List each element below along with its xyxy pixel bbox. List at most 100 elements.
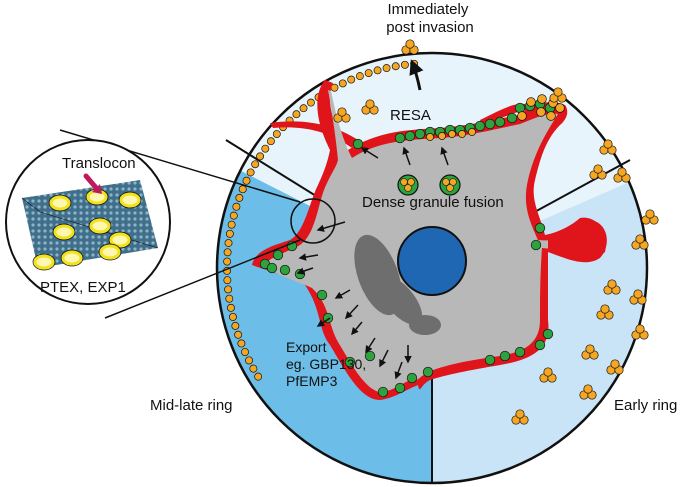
exported-protein-dot <box>583 384 593 394</box>
exported-protein-dot <box>373 66 382 75</box>
dense-granule-dot <box>344 356 356 368</box>
exported-protein-clusters <box>333 39 659 425</box>
exported-protein-dot <box>546 111 556 121</box>
exported-protein-dot <box>633 289 643 299</box>
translocon-ring-outline <box>32 253 56 271</box>
zoom-region-circle <box>290 198 336 244</box>
dense-granule-dot <box>279 264 291 276</box>
nucleus <box>397 226 467 296</box>
exported-protein-dot <box>382 64 391 73</box>
translocon-label: Translocon <box>62 155 136 172</box>
export-arrows <box>296 146 449 380</box>
translocon-ring-outline <box>88 217 112 235</box>
dense-granule-dot <box>377 386 389 398</box>
exported-protein-dot <box>228 312 237 321</box>
dense-granule-dot <box>406 372 418 384</box>
zoom-line-bottom <box>104 239 301 319</box>
exported-protein-dot <box>225 294 234 303</box>
dense-granule-dot <box>542 328 554 340</box>
exported-protein-dot <box>246 168 255 177</box>
exported-protein-dot <box>227 220 236 229</box>
exported-protein-dot <box>645 209 655 219</box>
exported-protein-dot <box>266 137 275 146</box>
translocon-ring <box>33 254 55 270</box>
exported-protein-dot <box>593 164 603 174</box>
dense-granule-dot <box>499 350 511 362</box>
exported-protein-dot <box>426 133 434 141</box>
exported-protein-dot <box>635 234 645 244</box>
translocon-ring-outline <box>52 223 76 241</box>
dense-granule-dot <box>484 118 496 130</box>
dense-granule-dot <box>404 130 416 142</box>
dense-granule-dot <box>414 128 426 140</box>
dense-granule-dot <box>514 102 526 114</box>
exported-protein-dot <box>234 330 243 339</box>
exported-protein-dot <box>242 176 251 185</box>
resa-label: RESA <box>390 107 431 124</box>
translocon-ring <box>99 244 121 260</box>
exported-protein-dot <box>448 130 456 138</box>
exported-protein-dot <box>585 344 595 354</box>
dense-granule-dot <box>474 120 486 132</box>
exported-protein-dot <box>338 79 347 88</box>
exported-protein-dot <box>223 276 232 285</box>
dense-granule-dot <box>534 222 546 234</box>
immediately-post-invasion-label: Immediately post invasion <box>386 1 474 36</box>
translocon-ring-outline <box>60 249 84 267</box>
exported-protein-dot <box>224 285 233 294</box>
exported-protein-dot <box>536 107 546 117</box>
exported-protein-dot <box>261 144 270 153</box>
exported-protein-dot <box>553 87 563 97</box>
dense-granule-dot <box>422 366 434 378</box>
exported-protein-dot <box>458 130 466 138</box>
exported-protein-dot <box>355 72 364 81</box>
dense-granule-dot <box>534 339 546 351</box>
exported-protein-dot <box>468 128 476 136</box>
exported-protein-dot <box>224 239 233 247</box>
exported-protein-dot <box>635 324 645 334</box>
exported-protein-dot <box>292 110 301 119</box>
translocon-arrow <box>83 173 101 193</box>
exported-protein-dot <box>223 257 232 266</box>
exported-protein-dot <box>364 69 373 77</box>
exported-protein-dot <box>610 359 620 369</box>
dense-granule-fusion-label: Dense granule fusion <box>362 194 504 211</box>
dense-granule-dot <box>272 249 284 261</box>
exported-protein-dot <box>223 248 232 257</box>
exported-protein-dot <box>235 193 244 202</box>
exported-protein-dot <box>229 211 238 220</box>
translocon-ring-outline <box>48 194 72 212</box>
exported-protein-dot <box>537 94 547 104</box>
dense-granule-dot <box>494 116 506 128</box>
exported-protein-dot <box>365 99 375 109</box>
translocon-ring <box>109 232 131 248</box>
translocon-ring <box>49 195 71 211</box>
organelle-low <box>409 315 441 335</box>
exported-protein-dot <box>607 279 617 289</box>
exported-protein-dot <box>232 202 241 211</box>
translocon-ring <box>119 192 141 208</box>
export-label: Export eg. GBP130, PfEMP3 <box>286 339 370 389</box>
translocon-ring-outline <box>118 191 142 209</box>
exported-protein-dot <box>543 367 553 377</box>
exported-protein-dot <box>272 130 281 138</box>
ptex-exp1-label: PTEX, EXP1 <box>40 279 126 296</box>
exported-protein-dot <box>256 152 265 161</box>
exported-protein-dot <box>603 139 613 149</box>
exported-protein-dot <box>225 229 234 238</box>
exported-protein-dot <box>347 75 356 84</box>
exported-protein-dot <box>306 98 315 107</box>
translocon-rings <box>32 188 142 271</box>
exported-protein-dot <box>526 97 536 107</box>
dense-granule-dot <box>394 132 406 144</box>
dense-granule-2 <box>439 174 461 196</box>
red-membrane-bulb <box>548 219 607 263</box>
organelle-mid <box>377 275 423 325</box>
exported-protein-dot <box>391 62 400 71</box>
exported-protein-dot <box>555 103 565 113</box>
cell-outline <box>215 51 649 485</box>
translocon-ring <box>89 218 111 234</box>
exported-protein-dot <box>600 304 610 314</box>
dense-granule-dot <box>316 289 328 301</box>
